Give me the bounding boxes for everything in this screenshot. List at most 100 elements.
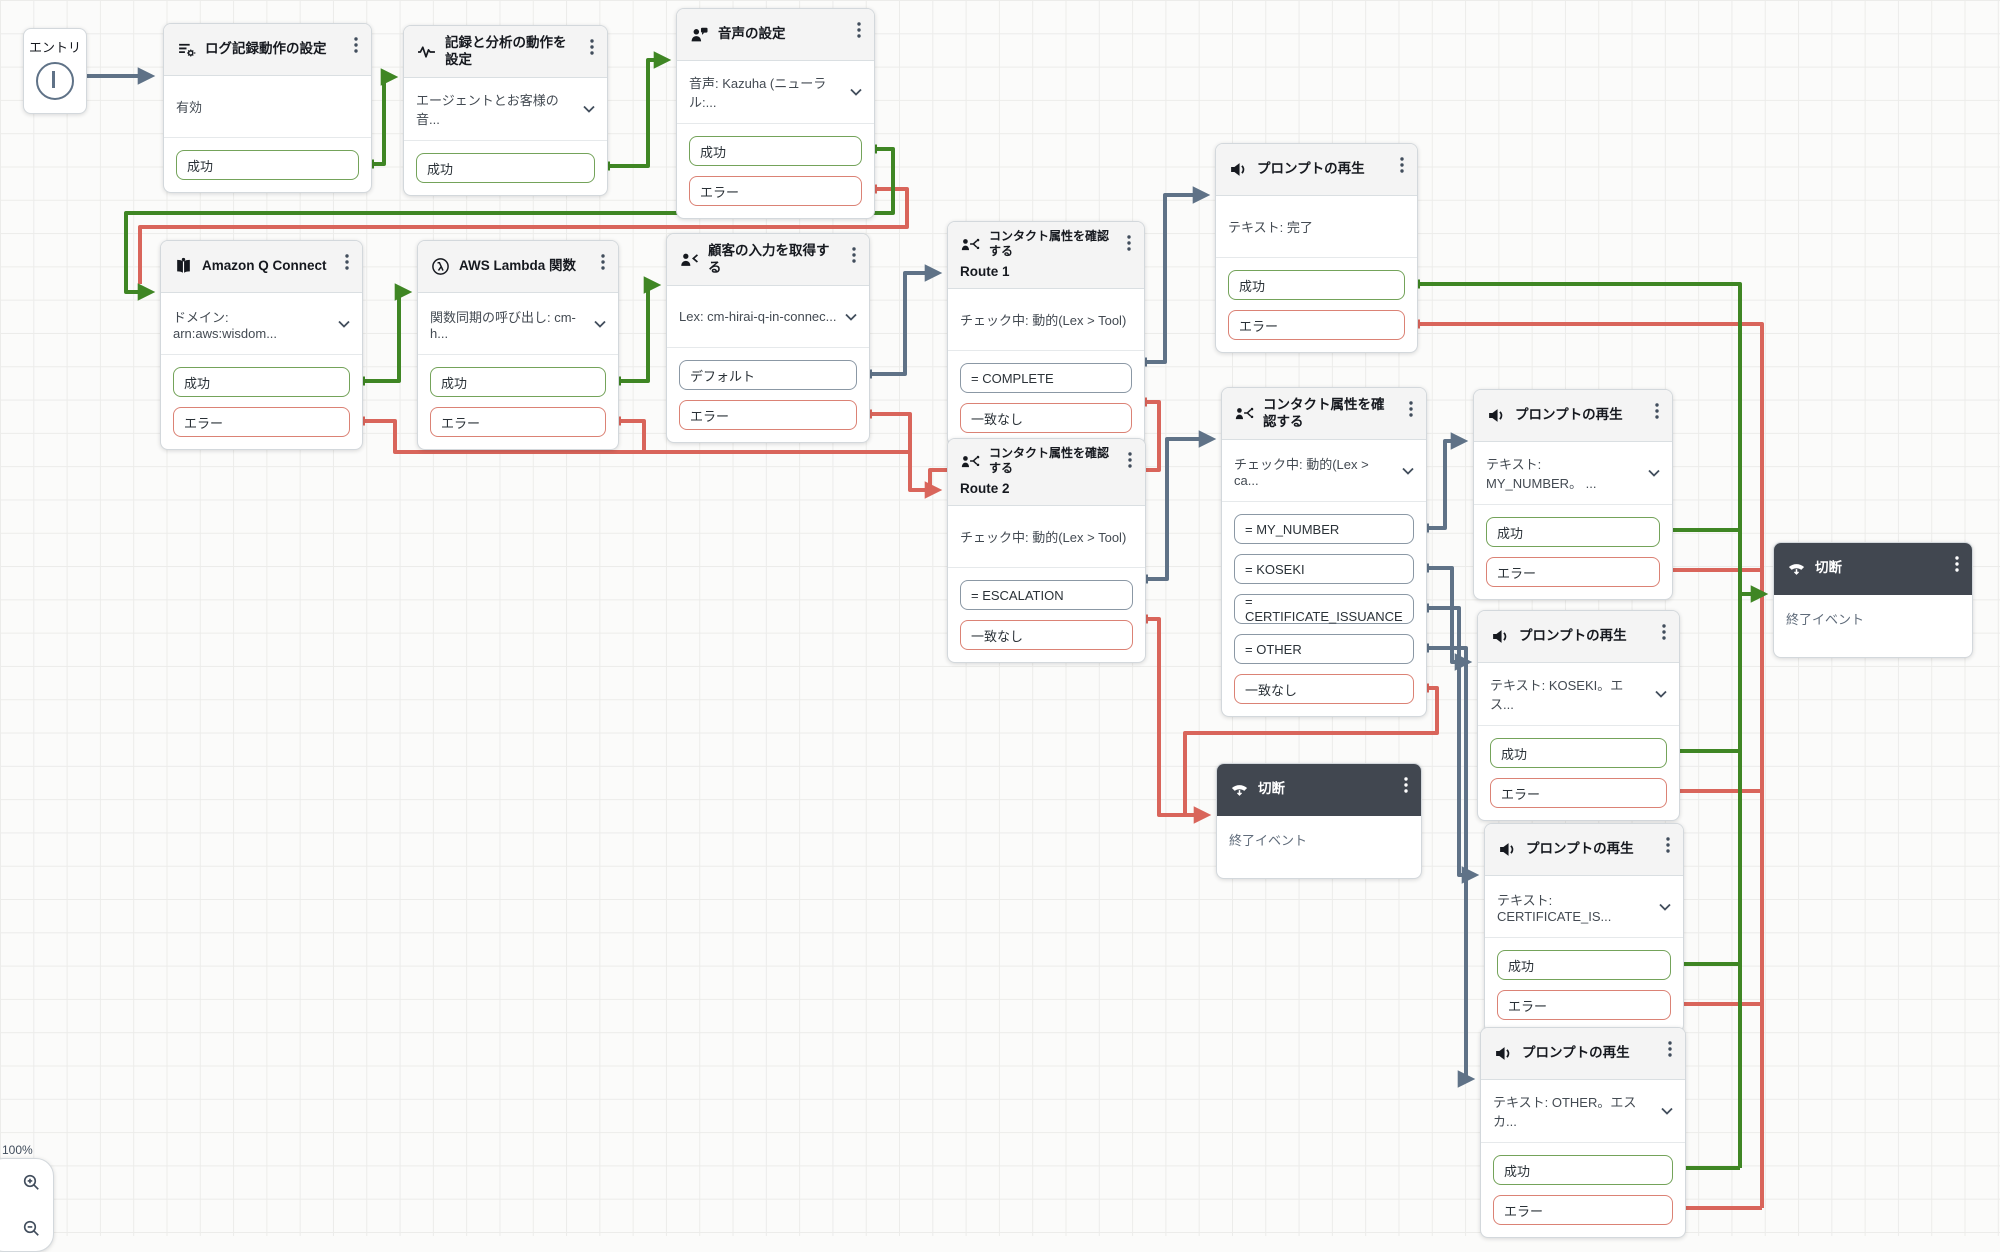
- block-ports: 成功エラー: [1485, 938, 1683, 1032]
- output-port[interactable]: 一致なし: [1234, 674, 1414, 704]
- block-voice[interactable]: 音声の設定音声: Kazuha (ニューラル:... 成功エラー: [676, 8, 875, 219]
- chevron-down-icon: [1655, 690, 1667, 698]
- block-prompt_koseki[interactable]: プロンプトの再生テキスト: KOSEKI。エス...成功エラー: [1477, 610, 1680, 821]
- block-qconnect[interactable]: Amazon Q Connect ドメイン: arn:aws:wisdom... 成…: [160, 240, 363, 450]
- block-header: 記録と分析の動作を設定: [404, 26, 607, 78]
- block-log[interactable]: ログ記録動作の設定有効成功: [163, 23, 372, 193]
- block-prompt_other[interactable]: プロンプトの再生テキスト: OTHER。エスカ...成功エラー: [1480, 1027, 1686, 1238]
- zoom-in-button[interactable]: [18, 1169, 53, 1196]
- block-parameter[interactable]: チェック中: 動的(Lex > ca...: [1222, 440, 1426, 502]
- phone-down-icon: [1786, 559, 1806, 579]
- output-port[interactable]: エラー: [173, 407, 350, 437]
- output-port[interactable]: 成功: [176, 150, 359, 180]
- block-parameter[interactable]: テキスト: MY_NUMBER。 ...: [1474, 442, 1672, 505]
- chevron-down-icon: [850, 88, 862, 96]
- block-parameter[interactable]: テキスト: KOSEKI。エス...: [1478, 663, 1679, 726]
- output-port[interactable]: 一致なし: [960, 620, 1133, 650]
- output-port[interactable]: = MY_NUMBER: [1234, 514, 1414, 544]
- output-port[interactable]: = ESCALATION: [960, 580, 1133, 610]
- output-port-label: エラー: [1501, 786, 1541, 802]
- block-check_cat[interactable]: コンタクト属性を確認するチェック中: 動的(Lex > ca...= MY_NU…: [1221, 387, 1427, 717]
- kebab-menu-icon[interactable]: [342, 252, 352, 272]
- block-disc_right[interactable]: 切断終了イベント: [1773, 542, 1973, 658]
- output-port[interactable]: 成功: [1490, 738, 1667, 768]
- output-port[interactable]: = COMPLETE: [960, 363, 1132, 393]
- block-title: Amazon Q Connect: [202, 258, 327, 274]
- block-disc_mid[interactable]: 切断終了イベント: [1216, 763, 1422, 879]
- kebab-menu-icon[interactable]: [1125, 450, 1135, 470]
- kebab-menu-icon[interactable]: [1124, 233, 1134, 253]
- block-prompt_my[interactable]: プロンプトの再生テキスト: MY_NUMBER。 ...成功エラー: [1473, 389, 1673, 600]
- block-parameter[interactable]: 関数同期の呼び出し: cm-h...: [418, 293, 618, 355]
- block-parameter[interactable]: Lex: cm-hirai-q-in-connec...: [667, 286, 869, 348]
- kebab-menu-icon[interactable]: [351, 35, 361, 55]
- customer-input-icon: [679, 250, 699, 270]
- block-title: 切断: [1258, 781, 1285, 797]
- output-port[interactable]: エラー: [1497, 990, 1671, 1020]
- output-port[interactable]: 成功: [1486, 517, 1660, 547]
- output-port[interactable]: エラー: [689, 176, 862, 206]
- block-parameter[interactable]: テキスト: CERTIFICATE_IS...: [1485, 876, 1683, 938]
- output-port[interactable]: = CERTIFICATE_ISSUANCE: [1234, 594, 1414, 624]
- check-attributes-icon: [960, 234, 980, 254]
- output-port[interactable]: 成功: [416, 153, 595, 183]
- block-parameter[interactable]: ドメイン: arn:aws:wisdom...: [161, 293, 362, 355]
- voice-icon: [689, 25, 709, 45]
- block-title: 記録と分析の動作を設定: [445, 34, 567, 67]
- block-header: 音声の設定: [677, 9, 874, 61]
- block-parameter-text: チェック中: 動的(Lex > Tool): [960, 313, 1127, 328]
- block-prompt_cert[interactable]: プロンプトの再生テキスト: CERTIFICATE_IS...成功エラー: [1484, 823, 1684, 1033]
- output-port[interactable]: 成功: [430, 367, 606, 397]
- kebab-menu-icon[interactable]: [1652, 401, 1662, 421]
- output-port[interactable]: エラー: [1490, 778, 1667, 808]
- block-prompt_done[interactable]: プロンプトの再生テキスト: 完了成功エラー: [1215, 143, 1418, 353]
- kebab-menu-icon[interactable]: [1406, 399, 1416, 419]
- block-header: 顧客の入力を取得する: [667, 234, 869, 286]
- kebab-menu-icon[interactable]: [1665, 1039, 1675, 1059]
- block-parameter-text: チェック中: 動的(Lex > Tool): [960, 530, 1127, 545]
- block-lambda[interactable]: AWS Lambda 関数関数同期の呼び出し: cm-h...成功エラー: [417, 240, 619, 450]
- block-ports: 成功: [404, 141, 607, 195]
- zoom-out-button[interactable]: [18, 1215, 53, 1242]
- output-port[interactable]: 成功: [689, 136, 862, 166]
- output-port[interactable]: エラー: [430, 407, 606, 437]
- chevron-down-icon: [1648, 469, 1660, 477]
- output-port[interactable]: 一致なし: [960, 403, 1132, 433]
- output-port[interactable]: エラー: [679, 400, 857, 430]
- block-parameter[interactable]: 音声: Kazuha (ニューラル:...: [677, 61, 874, 124]
- entry-point-icon[interactable]: [36, 62, 74, 100]
- output-port[interactable]: エラー: [1493, 1195, 1673, 1225]
- output-port[interactable]: 成功: [173, 367, 350, 397]
- kebab-menu-icon[interactable]: [1401, 775, 1411, 795]
- output-port[interactable]: エラー: [1228, 310, 1405, 340]
- kebab-menu-icon[interactable]: [854, 20, 864, 40]
- kebab-menu-icon[interactable]: [1663, 835, 1673, 855]
- output-port[interactable]: デフォルト: [679, 360, 857, 390]
- block-title: コンタクト属性を確認する: [989, 229, 1110, 258]
- kebab-menu-icon[interactable]: [1952, 554, 1962, 574]
- output-port[interactable]: = KOSEKI: [1234, 554, 1414, 584]
- block-parameter-text: ドメイン: arn:aws:wisdom...: [173, 309, 278, 341]
- kebab-menu-icon[interactable]: [598, 252, 608, 272]
- output-port[interactable]: 成功: [1228, 270, 1405, 300]
- block-title: 切断: [1815, 560, 1842, 576]
- kebab-menu-icon[interactable]: [1397, 155, 1407, 175]
- kebab-menu-icon[interactable]: [849, 245, 859, 265]
- output-port[interactable]: = OTHER: [1234, 634, 1414, 664]
- block-parameter[interactable]: テキスト: OTHER。エスカ...: [1481, 1080, 1685, 1143]
- kebab-menu-icon[interactable]: [1659, 622, 1669, 642]
- chevron-down-icon: [338, 320, 350, 328]
- speaker-icon: [1490, 627, 1510, 647]
- output-port[interactable]: エラー: [1486, 557, 1660, 587]
- block-parameter[interactable]: エージェントとお客様の音...: [404, 78, 607, 141]
- block-ports: 成功エラー: [1474, 505, 1672, 599]
- block-rec[interactable]: 記録と分析の動作を設定エージェントとお客様の音... 成功: [403, 25, 608, 196]
- output-port[interactable]: 成功: [1493, 1155, 1673, 1185]
- kebab-menu-icon[interactable]: [587, 37, 597, 57]
- entry-node[interactable]: エントリ: [23, 28, 87, 114]
- output-port[interactable]: 成功: [1497, 950, 1671, 980]
